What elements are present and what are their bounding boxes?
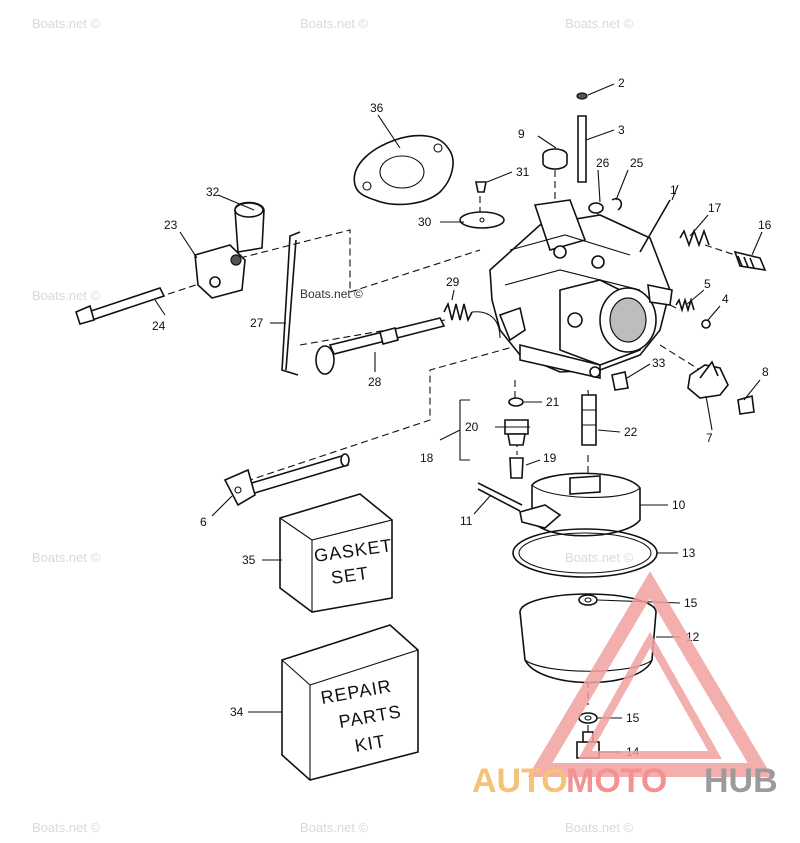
callout-labels: 1 2 3 4 5 6 7 8 9 10 11 12 13 14 15 15 1… <box>152 76 772 759</box>
logo-auto: AUTO <box>472 762 568 800</box>
idle-screw-16 <box>733 250 767 272</box>
watermark-text: Boats.net © <box>32 16 101 31</box>
screw-8 <box>737 394 755 415</box>
logo-hub: HUB <box>704 762 778 800</box>
float-pin-11 <box>477 482 523 512</box>
spring-29 <box>443 301 501 339</box>
ball-4 <box>701 319 711 329</box>
callout-20: 20 <box>465 420 479 434</box>
callout-30: 30 <box>418 215 432 229</box>
callout-4: 4 <box>722 292 729 306</box>
callout-23: 23 <box>164 218 178 232</box>
watermark-text: Boats.net © <box>300 16 369 31</box>
group-bracket-18 <box>439 399 470 461</box>
callout-8: 8 <box>762 365 769 379</box>
logo-inner-triangle-icon <box>578 631 722 759</box>
watermark-layer: Boats.net © Boats.net © Boats.net © Boat… <box>32 16 634 835</box>
choke-shaft-6 <box>223 453 350 507</box>
callout-26: 26 <box>596 156 610 170</box>
washer-15-top <box>578 594 598 606</box>
washer-26 <box>588 202 604 214</box>
callout-31: 31 <box>516 165 530 179</box>
callout-18: 18 <box>420 451 434 465</box>
needle-seat-20 <box>504 419 529 446</box>
watermark-text: Boats.net © <box>565 820 634 835</box>
callout-35: 35 <box>242 553 256 567</box>
callout-9: 9 <box>518 127 525 141</box>
callout-13: 13 <box>682 546 696 560</box>
washer-15-bottom <box>578 712 598 724</box>
callout-29: 29 <box>446 275 460 289</box>
callout-25: 25 <box>630 156 644 170</box>
screw-33 <box>611 371 629 391</box>
callout-2: 2 <box>618 76 625 90</box>
throttle-shaft-28 <box>315 317 446 375</box>
callout-22: 22 <box>624 425 638 439</box>
plate-7 <box>687 360 729 399</box>
callout-16: 16 <box>758 218 772 232</box>
callout-36: 36 <box>370 101 384 115</box>
callout-6: 6 <box>200 515 207 529</box>
callout-33: 33 <box>652 356 666 370</box>
logo-triangle-icon <box>527 571 773 777</box>
watermark-text-inline: Boats.net © <box>300 287 363 301</box>
spring-5 <box>675 297 695 313</box>
watermark-text: Boats.net © <box>565 16 634 31</box>
callout-32: 32 <box>206 185 220 199</box>
callout-3: 3 <box>618 123 625 137</box>
screw-31 <box>475 181 487 193</box>
pin-2-3 <box>576 92 588 183</box>
bracket-23 <box>194 201 265 299</box>
main-jet-22 <box>581 394 597 446</box>
automotohub-logo: AUTO MOTO HUB <box>472 571 778 800</box>
callout-1: 1 <box>670 183 677 197</box>
o-ring-21 <box>508 397 524 407</box>
repair-kit-box-34: REPAIR PARTS KIT <box>281 624 419 781</box>
watermark-text: Boats.net © <box>32 550 101 565</box>
callout-19: 19 <box>543 451 557 465</box>
watermark-text: Boats.net © <box>565 550 634 565</box>
logo-moto: MOTO <box>566 762 667 800</box>
callout-10: 10 <box>672 498 686 512</box>
callout-15-top: 15 <box>684 596 698 610</box>
disc-30 <box>459 211 505 229</box>
watermark-text: Boats.net © <box>300 820 369 835</box>
callout-15-bottom: 15 <box>626 711 640 725</box>
gasket-set-box-35: GASKET SET <box>279 493 394 613</box>
callout-17: 17 <box>708 201 722 215</box>
spring-17 <box>679 228 710 248</box>
clip-25 <box>611 197 623 211</box>
plug-9 <box>542 148 568 170</box>
callout-21: 21 <box>546 395 560 409</box>
callout-5: 5 <box>704 277 711 291</box>
bolt-24 <box>75 287 166 325</box>
watermark-text: Boats.net © <box>32 288 101 303</box>
link-rod-27 <box>281 231 301 376</box>
callout-28: 28 <box>368 375 382 389</box>
needle-19 <box>509 457 524 479</box>
flange-gasket-36 <box>353 134 454 206</box>
float-10 <box>519 472 641 537</box>
callout-24: 24 <box>152 319 166 333</box>
callout-11: 11 <box>460 514 473 528</box>
callout-7: 7 <box>706 431 713 445</box>
callout-27: 27 <box>250 316 264 330</box>
watermark-text: Boats.net © <box>32 820 101 835</box>
callout-34: 34 <box>230 705 244 719</box>
carburetor-body-1 <box>489 199 673 379</box>
